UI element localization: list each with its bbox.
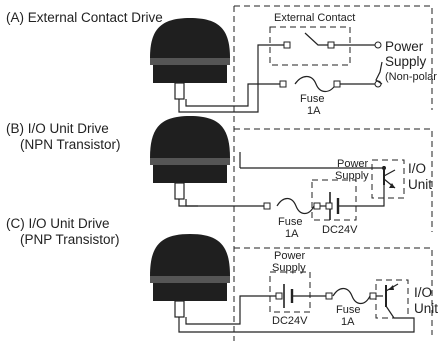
- contact-switch-icon: [304, 32, 328, 46]
- power-supply-c-box: [269, 271, 311, 313]
- fuse-a-icon: [294, 75, 337, 93]
- io-unit-c-label-2: Unit: [414, 301, 438, 316]
- fuse-a-rating: 1A: [307, 105, 321, 117]
- power-supply-c-label-2: Supply: [272, 262, 306, 274]
- enclosure-border-a: [234, 5, 433, 110]
- section-c-subtitle: (PNP Transistor): [20, 232, 120, 247]
- fuse-c-rating: 1A: [341, 316, 355, 328]
- power-supply-a-label-2: Supply: [385, 54, 427, 69]
- external-contact-label: External Contact: [274, 12, 355, 24]
- signal-lamp-b-icon: [150, 116, 230, 200]
- io-unit-b-label-1: I/O: [408, 161, 426, 176]
- fuse-c-label: Fuse: [336, 304, 360, 316]
- circuit-a-wiring: [178, 32, 375, 113]
- fuse-b-rating: 1A: [285, 228, 299, 240]
- fuse-b-label: Fuse: [278, 216, 302, 228]
- circuit-c-wiring: [178, 283, 415, 333]
- power-supply-b-label-1: Power: [337, 158, 369, 170]
- section-a: (A) External Contact Drive External Cont…: [6, 5, 437, 341]
- io-unit-b-box: [371, 159, 405, 199]
- io-unit-c-box: [375, 279, 409, 319]
- section-c: (C) I/O Unit Drive (PNP Transistor): [6, 216, 438, 335]
- dc24v-b-label: DC24V: [322, 224, 358, 236]
- external-contact-box: [269, 26, 351, 66]
- section-a-title: (A) External Contact Drive: [6, 10, 163, 25]
- section-b-title: (B) I/O Unit Drive: [6, 121, 109, 136]
- enclosure-border-c: [234, 247, 433, 335]
- section-c-title: (C) I/O Unit Drive: [6, 216, 110, 231]
- fuse-b-icon: [276, 197, 315, 215]
- section-b-subtitle: (NPN Transistor): [20, 137, 121, 152]
- power-supply-b-label-2: Supply: [335, 170, 369, 182]
- io-unit-b-label-2: Unit: [408, 177, 432, 192]
- signal-lamp-a-icon: [150, 18, 230, 100]
- power-supply-b-box: [311, 179, 357, 221]
- terminals-b: [263, 166, 386, 210]
- enclosure-border-b: [234, 128, 433, 232]
- fuse-c-icon: [332, 287, 371, 305]
- fuse-a-label: Fuse: [300, 93, 324, 105]
- dc24v-c-label: DC24V: [272, 315, 308, 327]
- terminals-c: [275, 292, 377, 300]
- non-polar-brace: [375, 61, 383, 85]
- power-supply-c-label-1: Power: [274, 250, 306, 262]
- terminals-a: [279, 41, 382, 88]
- power-supply-a-label-3: (Non-polar: [385, 71, 437, 83]
- signal-lamp-c-icon: [150, 234, 230, 318]
- section-b: (B) I/O Unit Drive (NPN Transistor): [6, 116, 433, 240]
- circuit-b-wiring: [178, 152, 396, 220]
- power-supply-a-label-1: Power: [385, 39, 424, 54]
- io-unit-c-label-1: I/O: [414, 285, 432, 300]
